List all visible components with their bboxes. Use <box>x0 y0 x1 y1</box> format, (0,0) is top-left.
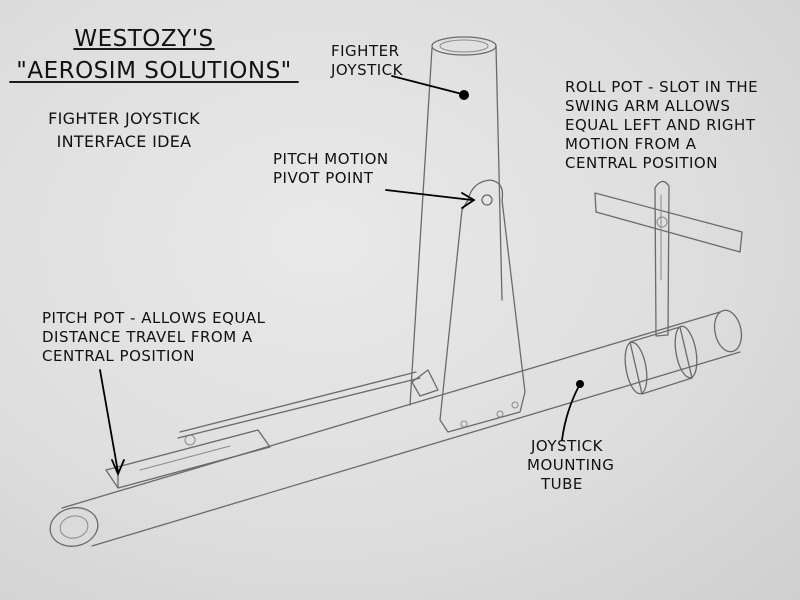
callout-mounting-tube: JOYSTICK MOUNTING TUBE <box>527 380 614 493</box>
callout-text: MOTION FROM A <box>565 135 697 153</box>
callout-fighter-joystick: FIGHTER JOYSTICK <box>330 42 469 100</box>
callout-text: ROLL POT - SLOT IN THE <box>565 78 758 96</box>
roll-collar <box>624 325 698 395</box>
callout-text: TUBE <box>540 475 583 493</box>
callout-dot <box>459 90 469 100</box>
linkage-rod <box>177 369 439 439</box>
callout-text: DISTANCE TRAVEL FROM A <box>42 328 253 346</box>
subtitle-line-1: FIGHTER JOYSTICK <box>48 109 200 128</box>
callout-text: EQUAL LEFT AND RIGHT <box>565 116 756 134</box>
callout-pitch-pivot: PITCH MOTION PIVOT POINT <box>273 150 476 209</box>
callout-dot <box>576 380 584 388</box>
callout-text: PIVOT POINT <box>273 169 374 187</box>
title-line-1: WESTOZY'S <box>74 26 213 52</box>
pitch-bracket <box>439 179 526 433</box>
title-block: WESTOZY'S "AEROSIM SOLUTIONS" <box>9 26 299 84</box>
callout-text: JOYSTICK <box>330 61 404 79</box>
roll-swing-arm <box>594 180 743 337</box>
callout-text: PITCH MOTION <box>273 150 389 168</box>
callout-text: CENTRAL POSITION <box>565 154 718 172</box>
callout-text: SWING ARM ALLOWS <box>565 97 730 115</box>
callout-pitch-pot: PITCH POT - ALLOWS EQUAL DISTANCE TRAVEL… <box>42 309 266 477</box>
callout-text: FIGHTER <box>331 42 400 60</box>
mounting-tube <box>49 309 743 547</box>
callout-text: MOUNTING <box>527 456 614 474</box>
callout-text: PITCH POT - ALLOWS EQUAL <box>42 309 266 327</box>
title-line-2: "AEROSIM SOLUTIONS" <box>16 58 292 84</box>
callout-text: CENTRAL POSITION <box>42 347 195 365</box>
subtitle-line-2: INTERFACE IDEA <box>57 132 192 151</box>
joystick-shaft <box>409 36 503 406</box>
callout-roll-pot: ROLL POT - SLOT IN THE SWING ARM ALLOWS … <box>565 78 758 172</box>
callout-text: JOYSTICK <box>530 437 604 455</box>
pitch-pot <box>105 429 271 489</box>
subtitle-block: FIGHTER JOYSTICK INTERFACE IDEA <box>48 109 200 151</box>
